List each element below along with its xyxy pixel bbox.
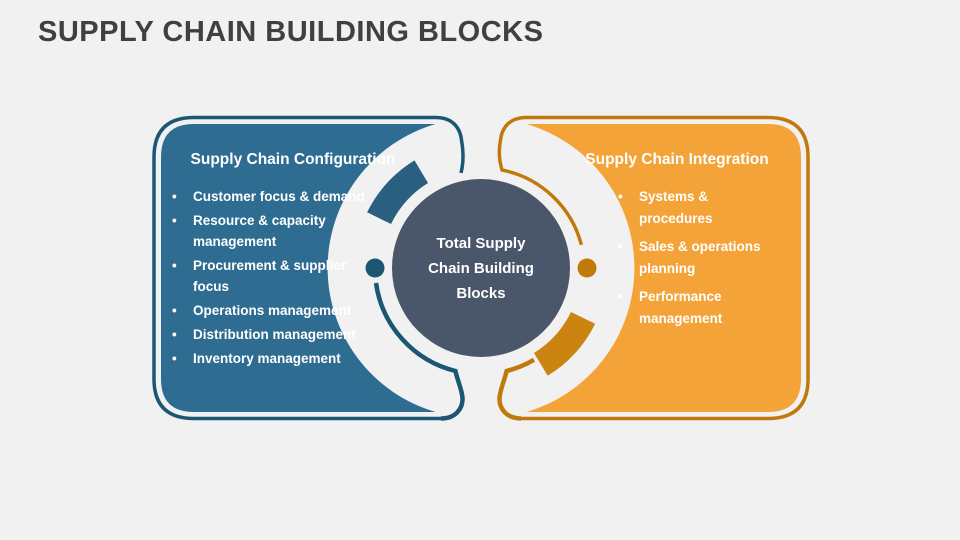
list-item: Inventory management bbox=[170, 348, 366, 369]
right-panel-list: Systems & procedures Sales & operations … bbox=[616, 186, 766, 336]
left-dot bbox=[365, 258, 385, 278]
left-panel-list: Customer focus & demand Resource & capac… bbox=[170, 186, 366, 372]
slide-title: SUPPLY CHAIN BUILDING BLOCKS bbox=[38, 16, 544, 48]
list-item: Systems & procedures bbox=[616, 186, 766, 230]
left-wedge bbox=[367, 160, 428, 224]
right-swoosh-arc bbox=[497, 357, 536, 421]
list-item: Distribution management bbox=[170, 324, 366, 345]
list-item: Resource & capacity management bbox=[170, 210, 366, 252]
right-dot bbox=[577, 258, 597, 278]
right-panel-title: Supply Chain Integration bbox=[585, 151, 769, 168]
left-panel-title: Supply Chain Configuration bbox=[190, 151, 396, 168]
right-panel-outline bbox=[497, 115, 810, 421]
list-item: Sales & operations planning bbox=[616, 236, 766, 280]
list-item: Operations management bbox=[170, 300, 366, 321]
right-wedge bbox=[534, 312, 596, 376]
left-panel-outline bbox=[152, 115, 465, 421]
list-item: Performance management bbox=[616, 286, 766, 330]
center-circle-label: Total Supply Chain Building Blocks bbox=[428, 234, 534, 302]
list-item: Procurement & supplier focus bbox=[170, 255, 366, 297]
list-item: Customer focus & demand bbox=[170, 186, 366, 207]
center-circle bbox=[392, 179, 570, 357]
left-swoosh-arc bbox=[373, 282, 465, 421]
